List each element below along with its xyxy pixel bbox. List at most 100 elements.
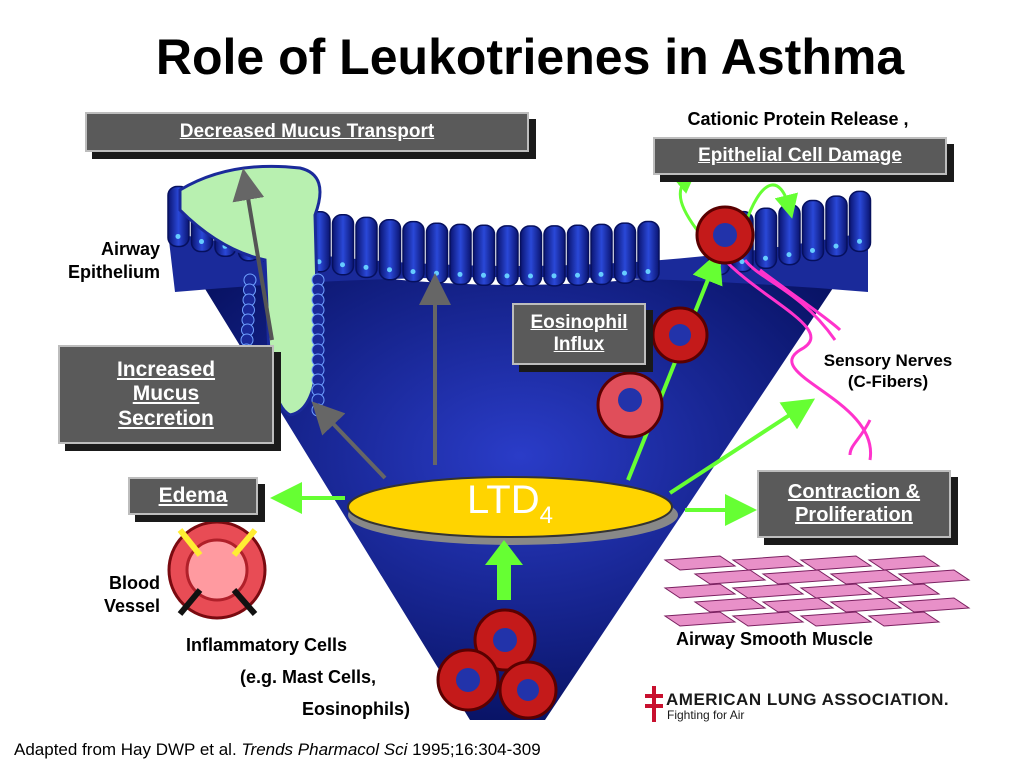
epithelial-cell <box>848 190 872 253</box>
muscle-cell <box>663 583 737 599</box>
vessel-arrow-black-right <box>231 588 258 616</box>
muscle-cell <box>897 597 971 613</box>
airway-epithelium-line2: Epithelium <box>67 261 160 282</box>
epithelial-cell <box>801 199 825 262</box>
increased-mucus-line3: Secretion <box>118 406 214 430</box>
ala-cross-icon <box>645 686 663 722</box>
blood-vessel-line1: Blood <box>109 573 160 593</box>
blood-vessel-label: Blood Vessel <box>60 572 160 617</box>
muscle-cell <box>731 583 805 599</box>
edema-label: Edema <box>158 483 228 507</box>
muscle-cell <box>829 569 903 585</box>
citation-suffix: 1995;16:304-309 <box>407 740 541 759</box>
ltd4-subscript: 4 <box>539 502 553 529</box>
muscle-cell <box>663 555 737 571</box>
page-title: Role of Leukotrienes in Asthma <box>155 29 905 85</box>
muscle-cell <box>799 555 873 571</box>
arrow-to-eosinophil <box>626 250 723 481</box>
muscle-cell <box>663 611 737 627</box>
epithelial-cell <box>355 216 378 279</box>
arrow-epithelial-right <box>743 183 798 226</box>
ala-logo-name: AMERICAN LUNG ASSOCIATION. <box>666 690 950 709</box>
epithelial-cell <box>613 222 637 284</box>
epithelial-nucleus <box>598 271 604 277</box>
epithelial-cell <box>825 195 848 257</box>
muscle-cell <box>867 555 941 571</box>
epithelial-cell <box>754 207 778 270</box>
vessel-arrow-yellow-right <box>231 528 258 557</box>
epithelial-cell <box>402 220 425 283</box>
epithelial-nucleus <box>481 272 486 278</box>
epithelial-nucleus <box>763 255 768 261</box>
ala-logo-tagline: Fighting for Air <box>667 708 745 722</box>
ltd4-main: LTD <box>467 478 540 522</box>
inflammatory-line3: Eosinophils) <box>302 699 410 719</box>
epithelial-nucleus <box>340 262 345 268</box>
blood-vessel-line2: Vessel <box>103 595 160 616</box>
smooth-muscle-label: Airway Smooth Muscle <box>676 629 874 649</box>
arrow-to-gland <box>311 401 387 480</box>
inflammatory-line2: (e.g. Mast Cells, <box>240 667 377 687</box>
epithelial-nucleus <box>833 243 839 249</box>
epithelial-nucleus <box>575 272 580 278</box>
decreased-mucus-transport-box: Decreased Mucus Transport <box>85 112 529 152</box>
cationic-label: Cationic Protein Release , <box>687 109 909 129</box>
muscle-cell <box>761 597 835 613</box>
muscle-cell <box>799 611 873 627</box>
epithelial-nucleus <box>363 264 369 270</box>
epithelial-nucleus <box>175 233 181 239</box>
eosinophil-influx-line2: Influx <box>553 334 605 355</box>
epithelial-damage-label: Epithelial Cell Damage <box>698 145 902 167</box>
epithelial-nucleus <box>457 271 463 277</box>
arrow-shaft-up <box>497 560 511 600</box>
eosinophil-influx-line1: Eosinophil <box>530 312 628 334</box>
contraction-proliferation-box: Contraction & Proliferation <box>757 470 951 538</box>
epithelial-nucleus <box>551 273 557 279</box>
increased-mucus-box: Increased Mucus Secretion <box>58 345 274 444</box>
epithelial-nucleus <box>739 259 745 265</box>
muscle-cell <box>897 569 971 585</box>
arrow-mucus-transport <box>232 168 274 341</box>
epithelial-nucleus <box>622 270 627 276</box>
muscle-cell <box>867 611 941 627</box>
epithelial-nucleus <box>528 273 533 279</box>
contraction-line1: Contraction & <box>787 481 921 503</box>
epithelial-cell <box>519 225 543 287</box>
sensory-nerves-line1: Sensory Nerves <box>823 351 953 370</box>
muscle-cell <box>731 611 805 627</box>
epithelial-cell <box>637 220 660 283</box>
ltd4-ellipse <box>347 476 673 538</box>
epithelial-cell <box>566 224 590 287</box>
increased-mucus-line1: Increased <box>116 358 216 382</box>
citation-journal: Trends Pharmacol Sci <box>241 740 408 759</box>
epithelial-cell <box>543 225 566 287</box>
epithelial-nucleus <box>434 270 439 276</box>
airway-epithelium-label: Airway Epithelium <box>40 238 160 283</box>
increased-mucus-line2: Mucus <box>132 382 200 406</box>
muscle-cell <box>761 569 835 585</box>
airway-smooth-muscle <box>663 555 971 627</box>
muscle-cell <box>693 597 767 613</box>
mucus-gland <box>178 164 322 417</box>
muscle-cell <box>799 583 873 599</box>
eosinophil-influx-box: Eosinophil Influx <box>512 303 646 365</box>
epithelial-nucleus <box>786 252 792 258</box>
epithelial-cell <box>472 224 496 287</box>
epithelial-nucleus <box>810 248 815 254</box>
inflammatory-line1: Inflammatory Cells <box>186 635 348 655</box>
epithelial-cell <box>496 225 519 287</box>
vessel-arrow-black-left <box>177 588 203 616</box>
epithelial-cell <box>378 218 402 281</box>
epithelial-nucleus <box>504 273 510 279</box>
sensory-nerves-label: Sensory Nerves (C-Fibers) <box>808 350 968 393</box>
eosinophil-cells <box>596 205 755 439</box>
arrow-head-up <box>485 540 523 565</box>
epithelial-nucleus <box>199 239 204 245</box>
vessel-arrow-yellow-left <box>177 528 203 557</box>
epithelial-cell <box>331 214 355 276</box>
muscle-cell <box>829 597 903 613</box>
epithelial-nucleus <box>645 269 651 275</box>
muscle-cell <box>693 569 767 585</box>
edema-box: Edema <box>128 477 258 515</box>
